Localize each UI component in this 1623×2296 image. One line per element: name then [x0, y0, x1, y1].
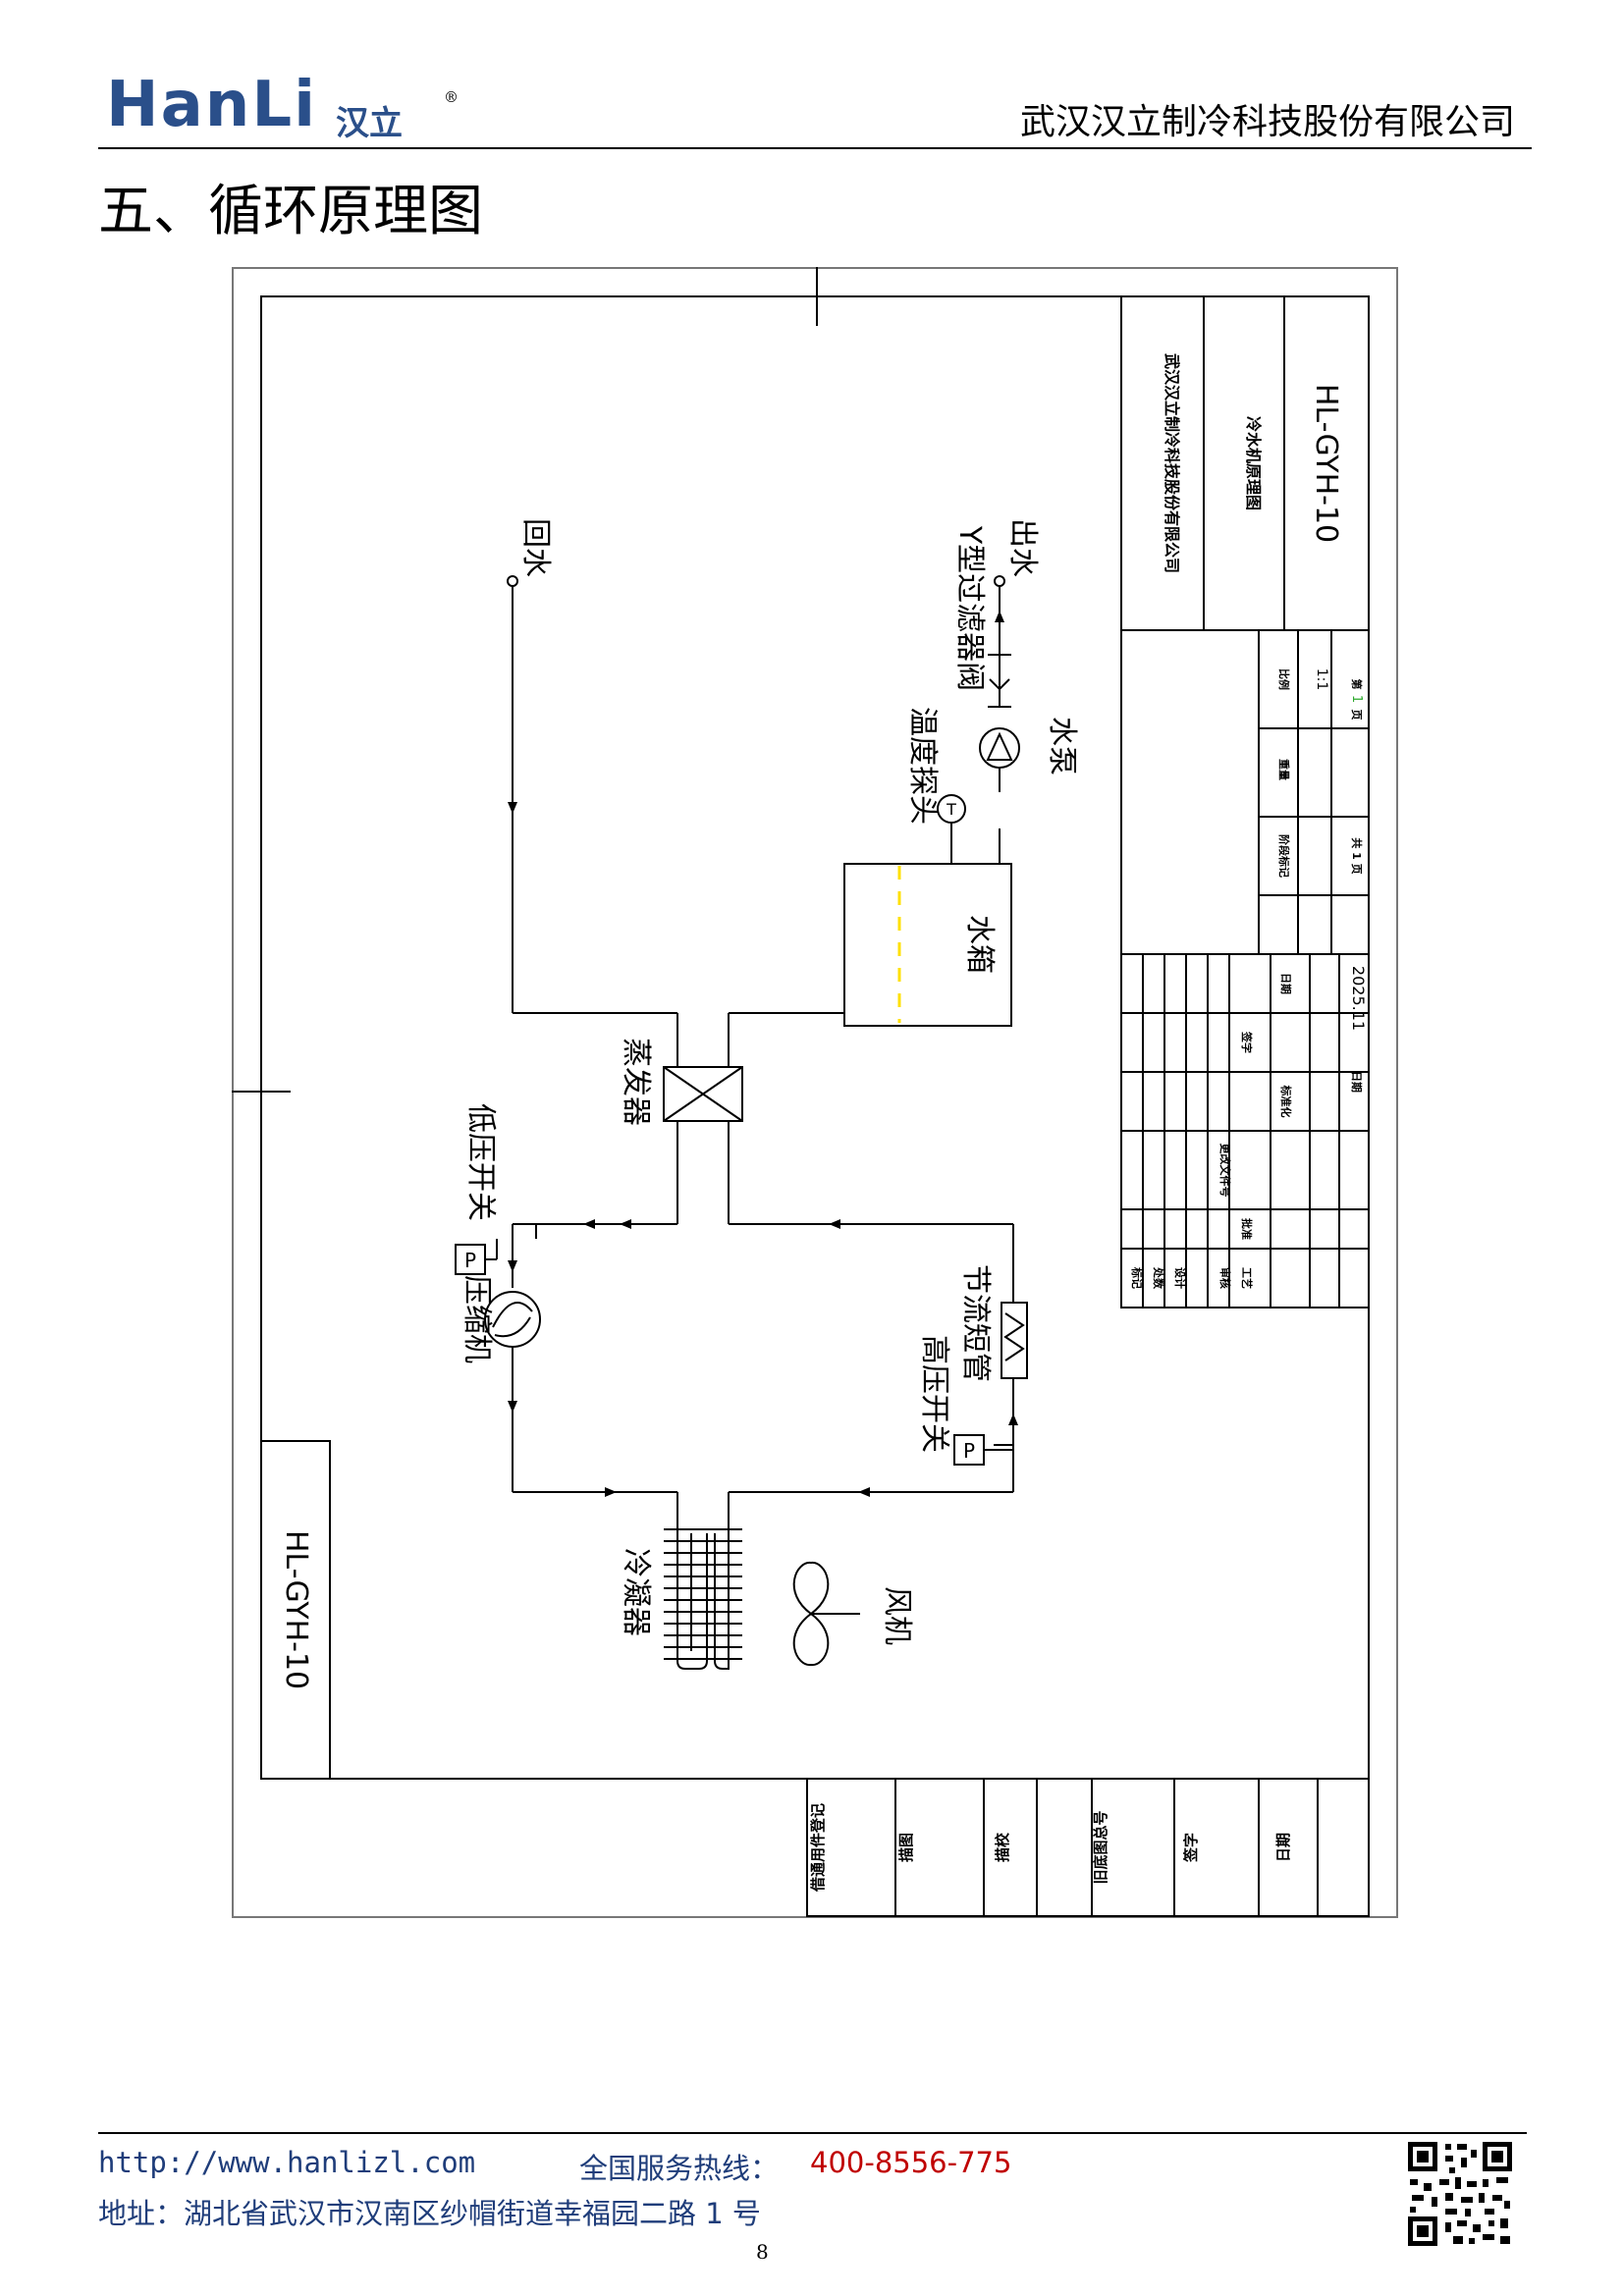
low-pressure-switch-symbol	[455, 1239, 498, 1275]
title-block	[1120, 295, 1370, 1308]
side-code: HL-GYH-10	[279, 1530, 313, 1689]
page-number: 8	[756, 2240, 769, 2264]
tb-process-label: 工艺	[1240, 1267, 1254, 1289]
hotline-number: 400-8556-775	[810, 2146, 1012, 2179]
tb-code: HL-GYH-10	[1309, 384, 1343, 543]
condenser-label: 冷凝器	[619, 1548, 653, 1636]
footer-divider	[98, 2132, 1527, 2134]
bb-c6: 日期	[1274, 1833, 1292, 1862]
flow-arrows	[508, 611, 1018, 1497]
outlet-water-port	[994, 575, 1005, 587]
water-tank-symbol	[843, 863, 1012, 1027]
tb-sign-label: 签字	[1240, 1031, 1254, 1053]
tb-check-label: 审核	[1218, 1267, 1232, 1289]
tb-std-label: 标准化	[1279, 1085, 1293, 1118]
bb-c1: 借通用件登记	[809, 1803, 827, 1893]
website-link[interactable]: http://www.hanlizl.com	[98, 2146, 476, 2179]
qr-code-icon	[1406, 2140, 1514, 2248]
tb-docno-label: 更改文件号	[1218, 1144, 1232, 1198]
t-symbol: T	[946, 800, 956, 819]
water-pump-label: 水泵	[1045, 717, 1079, 775]
low-pressure-switch-label: 低压开关	[463, 1103, 498, 1221]
throttle-tube-symbol	[1001, 1302, 1028, 1379]
evaporator-symbol	[663, 1066, 743, 1122]
fan-label: 风机	[880, 1586, 914, 1645]
header-divider	[98, 147, 1532, 149]
water-pump-symbol	[979, 727, 1020, 769]
water-tank-label: 水箱	[962, 915, 997, 974]
y-filter-valve-symbol	[988, 654, 1011, 708]
piping	[512, 581, 1014, 1533]
tb-approve-label: 批准	[1240, 1218, 1254, 1240]
evaporator-label: 蒸发器	[619, 1038, 653, 1126]
return-water-port	[507, 575, 518, 587]
bb-c4: 旧底图总号	[1092, 1810, 1109, 1884]
outlet-water-label: 出水	[1005, 518, 1040, 577]
brand-logo: HanLi	[106, 69, 318, 141]
tb-mark-label: 标记	[1130, 1266, 1144, 1289]
y-filter-label: Y型过滤器阀	[952, 525, 987, 691]
hotline-label: 全国服务热线：	[579, 2152, 780, 2185]
bb-c5: 签字	[1182, 1833, 1200, 1863]
section-title: 五、循环原理图	[98, 180, 483, 243]
tb-scale-value: 1:1	[1314, 668, 1329, 691]
company-name: 武汉汉立制冷科技股份有限公司	[1019, 102, 1515, 142]
high-pressure-switch-label: 高压开关	[917, 1335, 951, 1453]
inner-frame	[260, 295, 1370, 1780]
refrigeration-cycle-diagram: HL-GYH-10 武汉汉立制冷科技股份有限公司 冷水机原理图 HL-GYH-1…	[232, 267, 1398, 1918]
tb-page-num: 1	[1349, 695, 1364, 703]
tb-design-label: 设计	[1173, 1267, 1187, 1289]
brand-logo-cn: 汉立	[336, 104, 403, 143]
tb-total-pages: 共 1 页	[1350, 837, 1364, 874]
tb-scale-label: 比例	[1277, 668, 1291, 690]
registered-mark: ®	[444, 88, 459, 106]
tb-page-label: 第	[1350, 679, 1364, 690]
bb-c3: 描校	[994, 1832, 1011, 1862]
tb-page-unit: 页	[1350, 710, 1363, 721]
tb-count-label: 处数	[1152, 1266, 1165, 1290]
tb-stage-label: 阶段标记	[1277, 834, 1291, 878]
return-water-label: 回水	[518, 518, 553, 577]
temp-probe-label: 温度探头	[905, 707, 940, 825]
throttle-tube-label: 节流短管	[958, 1264, 993, 1382]
tb-date-label-2: 日期	[1279, 973, 1293, 994]
p-symbol-high: P	[963, 1439, 975, 1463]
address: 地址：湖北省武汉市汉南区纱帽街道幸福园二路 1 号	[98, 2197, 761, 2230]
tb-date-value: 2025.11	[1349, 966, 1368, 1031]
tb-drawing-name: 冷水机原理图	[1244, 416, 1263, 510]
compressor-symbol	[484, 1291, 541, 1348]
bottom-block	[806, 1778, 1370, 1917]
tb-date-label: 日期	[1350, 1071, 1364, 1093]
tb-weight-label: 重量	[1277, 759, 1291, 780]
condenser-symbol	[664, 1528, 742, 1670]
fan-symbol	[792, 1561, 860, 1667]
bb-c2: 描图	[897, 1833, 915, 1862]
tb-company: 武汉汉立制冷科技股份有限公司	[1163, 353, 1181, 573]
compressor-label: 压缩机	[460, 1275, 494, 1363]
outer-frame	[232, 267, 1398, 1918]
high-pressure-switch-symbol	[953, 1434, 1013, 1466]
side-code-box	[260, 1440, 331, 1780]
p-symbol-low: P	[464, 1249, 476, 1272]
